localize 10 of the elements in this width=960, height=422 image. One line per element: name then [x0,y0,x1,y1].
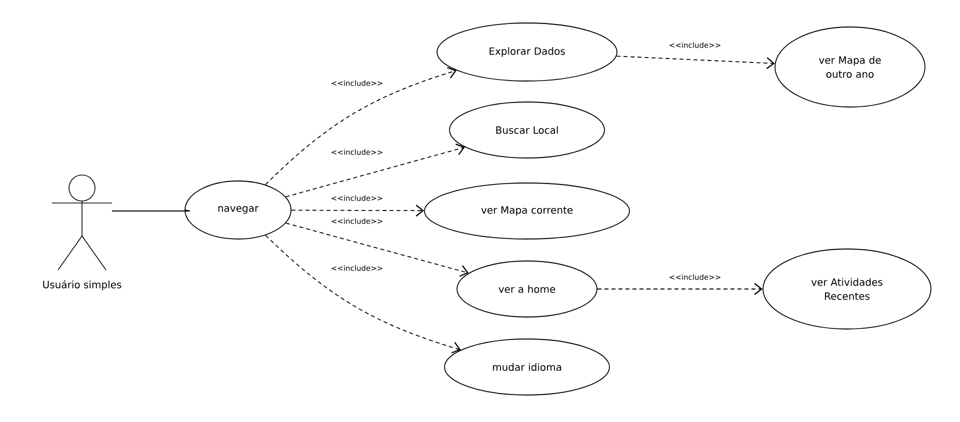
include-arrow [264,66,457,186]
include-arrow [597,283,763,295]
actor-figure: Usuário simples [43,174,122,290]
include-arrow [285,143,465,198]
association-line [112,210,190,212]
include-arrow [285,222,469,277]
include-arrow [616,56,775,70]
include-arrow [291,204,424,217]
node-label: Usuário simples [43,280,122,290]
include-arrow [265,234,461,354]
